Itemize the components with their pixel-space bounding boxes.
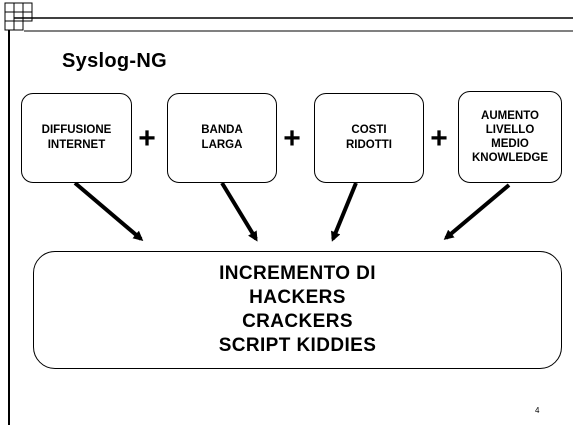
input-box-label: INTERNET [47, 139, 106, 151]
plus-operator: + [138, 122, 156, 155]
input-box-label: RIDOTTI [346, 139, 392, 151]
arrow-3 [331, 182, 358, 242]
input-box-internet-diffusion: DIFFUSIONE INTERNET [21, 93, 132, 183]
input-box-label: LARGA [201, 139, 243, 151]
corner-grid-ornament [4, 2, 33, 31]
input-box-broadband: BANDA LARGA [167, 93, 277, 183]
input-box-label: DIFFUSIONE [41, 124, 112, 136]
page-number: 4 [535, 406, 540, 415]
input-box-label: COSTI [351, 124, 387, 136]
result-line: HACKERS [249, 287, 346, 308]
result-line: SCRIPT KIDDIES [218, 335, 377, 356]
result-line: CRACKERS [242, 311, 353, 332]
arrow-4 [443, 183, 511, 240]
result-box: INCREMENTO DI HACKERS CRACKERS SCRIPT KI… [33, 251, 562, 369]
input-box-knowledge-level: AUMENTO LIVELLO MEDIO KNOWLEDGE [458, 91, 562, 183]
plus-operator: + [430, 122, 448, 155]
input-box-reduced-costs: COSTI RIDOTTI [314, 93, 424, 183]
input-box-label: LIVELLO [485, 124, 535, 136]
plus-operator: + [283, 122, 301, 155]
arrow-1 [73, 181, 144, 241]
input-box-label: KNOWLEDGE [471, 152, 549, 164]
input-box-label: MEDIO [491, 138, 529, 150]
input-box-label: BANDA [201, 124, 243, 136]
slide-title: Syslog-NG [62, 50, 167, 72]
input-box-label: AUMENTO [481, 110, 539, 122]
result-line: INCREMENTO DI [219, 263, 376, 284]
arrow-2 [220, 181, 258, 242]
